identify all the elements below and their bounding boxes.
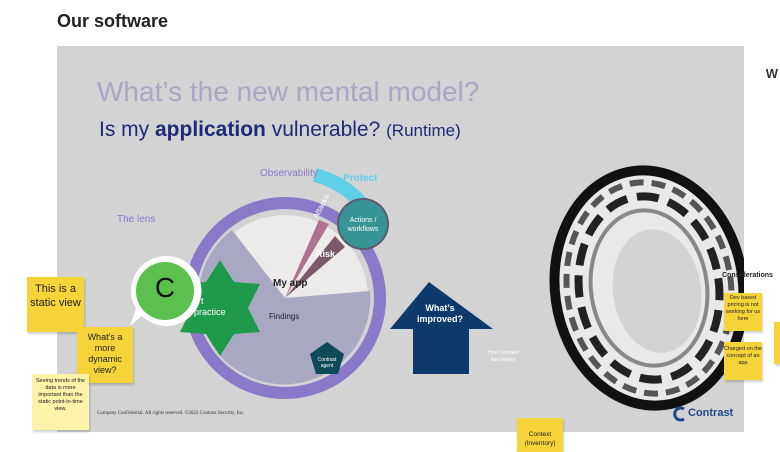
- actions-label-line2: workflows: [341, 225, 385, 234]
- how-helped-label: How Contrast has helped: [478, 350, 528, 364]
- slide-footer: Company Confidential. All rights reserve…: [97, 411, 244, 416]
- sticky-note-context[interactable]: Context (Inventory): [517, 418, 563, 452]
- slide-image[interactable]: What’s the new mental model? Is my appli…: [57, 46, 744, 432]
- sticky-note-offscreen[interactable]: [774, 322, 780, 364]
- arrow-label-line2: improved?: [409, 314, 471, 325]
- collaborator-cursor[interactable]: C: [128, 254, 202, 328]
- considerations-title: Considerations: [722, 272, 773, 279]
- protect-label: Protect: [343, 173, 377, 184]
- mental-model-diagram: [57, 46, 744, 432]
- risk-label: Risk: [316, 249, 335, 259]
- app-label: My app: [273, 278, 307, 289]
- avatar: C: [128, 272, 202, 304]
- actions-label-line1: Actions /: [341, 216, 385, 225]
- findings-label: Findings: [269, 312, 299, 321]
- sticky-note-trends[interactable]: Seeing trends of the data is more import…: [32, 374, 89, 430]
- brand-logo-icon: [675, 408, 684, 420]
- agent-label: Contrast agent: [309, 357, 345, 369]
- lens-label: The lens: [117, 214, 155, 225]
- brand-name: Contrast: [688, 407, 733, 419]
- how-helped-line1: How Contrast: [478, 350, 528, 357]
- how-helped-line2: has helped: [478, 357, 528, 364]
- sticky-note-pricing[interactable]: Dev based pricing is not working for us …: [724, 293, 762, 331]
- column-header-partial: W: [766, 66, 778, 81]
- arrow-label-line1: What’s: [409, 303, 471, 314]
- swirl-sculpture: [539, 158, 744, 418]
- sticky-note-charged[interactable]: Charged on the concept of an app: [724, 342, 762, 380]
- sticky-note-static-view[interactable]: This is a static view: [27, 277, 84, 332]
- agent-label-line2: agent: [309, 363, 345, 369]
- arrow-label: What’s improved?: [409, 303, 471, 325]
- page-title: Our software: [57, 11, 168, 32]
- observability-label: Observability: [260, 168, 318, 179]
- actions-label: Actions / workflows: [341, 216, 385, 234]
